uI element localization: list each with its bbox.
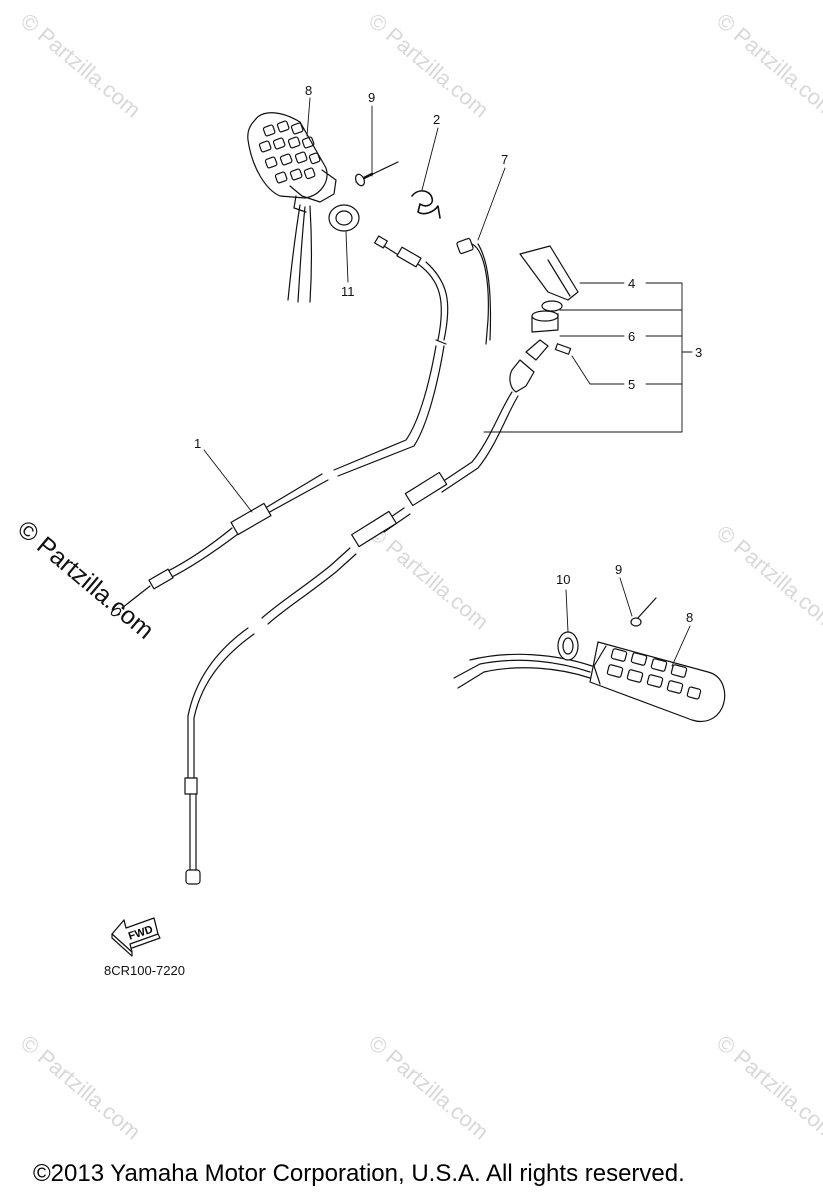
right-grip: [453, 641, 726, 723]
callout-11: 11: [341, 284, 355, 299]
collar-10: [557, 631, 579, 661]
callout-6: 6: [628, 329, 635, 344]
callout-4: 4: [628, 276, 635, 291]
pin-9-top: [354, 161, 399, 187]
collar-11: [328, 204, 360, 232]
band-7: [456, 237, 492, 345]
pin-5: [554, 343, 572, 355]
throttle-cable-1: [110, 235, 449, 617]
callout-9-bottom: 9: [615, 562, 622, 577]
callout-8-bottom: 8: [686, 610, 693, 625]
callout-8: 8: [305, 83, 312, 98]
reference-code: 8CR100-7220: [104, 963, 185, 978]
callout-5: 5: [628, 377, 635, 392]
callout-1: 1: [194, 436, 201, 451]
pin-9-bottom: [630, 597, 657, 627]
callout-7: 7: [501, 152, 508, 167]
callout-9: 9: [368, 90, 375, 105]
callout-2: 2: [433, 112, 440, 127]
clip-2: [411, 190, 441, 219]
nut-6: [531, 300, 563, 333]
cable-assembly-3: [184, 339, 549, 885]
bracket-4: [519, 245, 579, 301]
fwd-arrow-icon: [111, 917, 161, 957]
left-grip: [247, 112, 337, 303]
callout-10: 10: [556, 572, 570, 587]
copyright-notice: ©2013 Yamaha Motor Corporation, U.S.A. A…: [33, 1160, 685, 1187]
callout-3: 3: [695, 345, 702, 360]
